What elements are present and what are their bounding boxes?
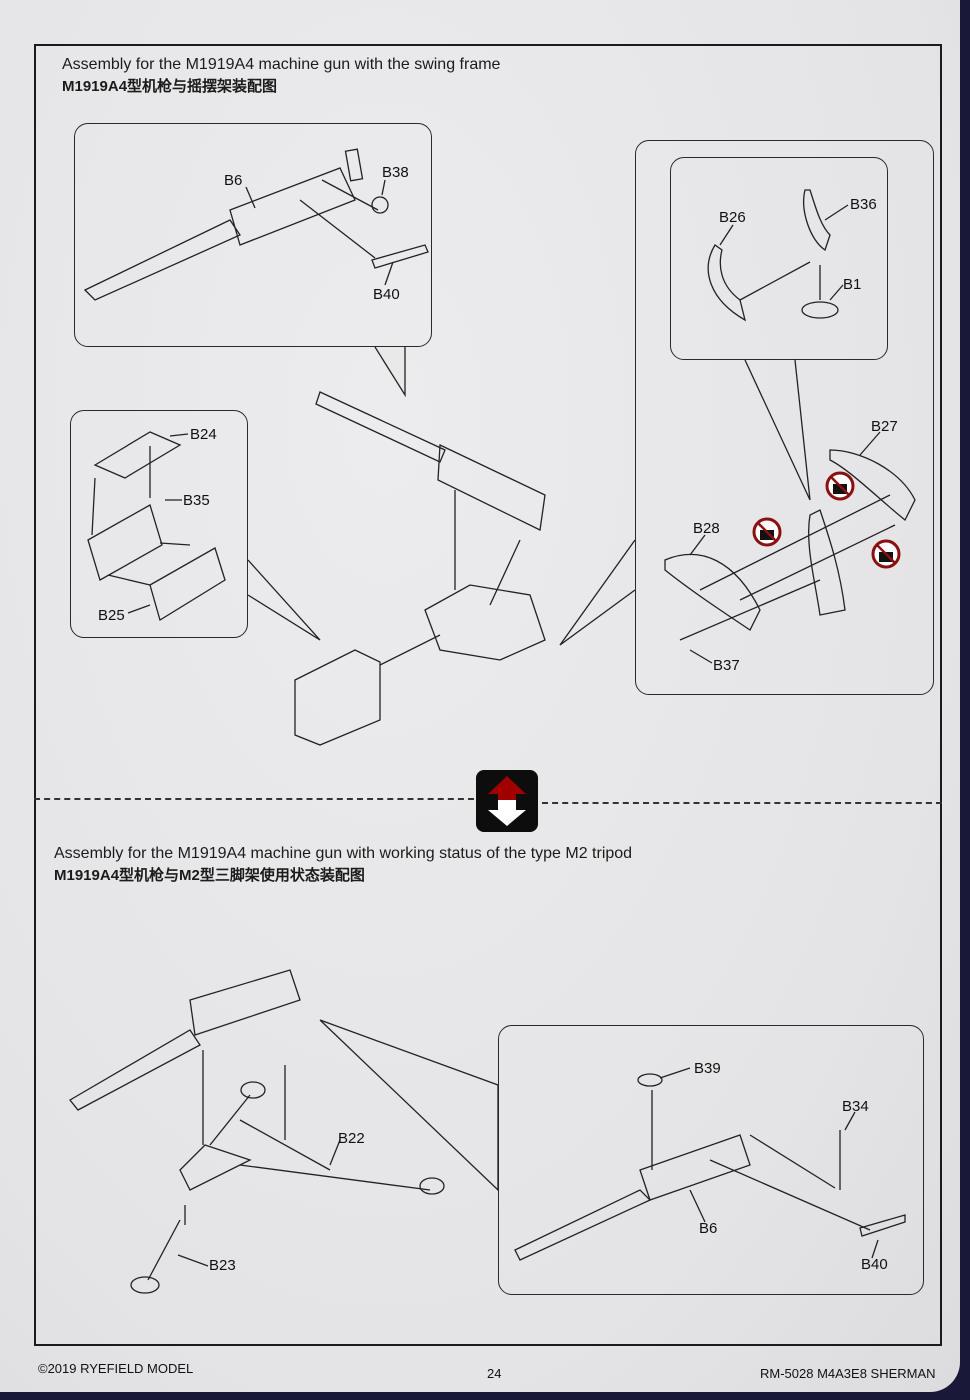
part-label: B25 (98, 607, 125, 624)
part-label: B27 (871, 418, 898, 435)
part-label: B6 (224, 172, 243, 189)
section-divider-right (542, 802, 942, 804)
swing-frame-inner-parts (707, 189, 839, 322)
swing-frame-outer-parts (664, 449, 916, 641)
no-glue-icon (752, 517, 782, 547)
callout-pointer (374, 346, 406, 398)
part-label: B39 (694, 1060, 721, 1077)
part-label: B36 (850, 196, 877, 213)
part-label: B24 (190, 426, 217, 443)
section-top-title-cn: M1919A4型机枪与摇摆架装配图 (62, 78, 278, 95)
section-bottom-title-cn: M1919A4型机枪与M2型三脚架使用状态装配图 (54, 867, 365, 884)
section-top-title: Assembly for the M1919A4 machine gun wit… (62, 54, 500, 98)
part-label: B26 (719, 209, 746, 226)
detail-box-gun (74, 123, 432, 347)
part-label: B6 (699, 1220, 718, 1237)
gun-drawing-top (83, 148, 429, 301)
detail-box-swing-inner (670, 157, 888, 360)
part-label: B35 (183, 492, 210, 509)
copyright: ©2019 RYEFIELD MODEL (38, 1361, 194, 1376)
no-glue-icon (825, 471, 855, 501)
part-label: B34 (842, 1098, 869, 1115)
section-top-title-en: Assembly for the M1919A4 machine gun wit… (62, 56, 501, 73)
callout-pointer (559, 539, 636, 646)
detail-box-swing-frame (635, 140, 934, 695)
part-label: B1 (843, 276, 862, 293)
part-label: B40 (373, 286, 400, 303)
no-glue-icon (871, 539, 901, 569)
part-label: B38 (382, 164, 409, 181)
part-label: B40 (861, 1256, 888, 1273)
callout-pointer (319, 1019, 499, 1192)
gun-drawing-bottom (514, 1073, 906, 1261)
gun-and-tripod-drawing (69, 969, 445, 1294)
section-bottom-title-en: Assembly for the M1919A4 machine gun wit… (54, 845, 633, 862)
part-label: B28 (693, 520, 720, 537)
callout-pointer (247, 559, 321, 641)
product-code: RM-5028 M4A3E8 SHERMAN (760, 1366, 936, 1381)
section-bottom-title: Assembly for the M1919A4 machine gun wit… (54, 843, 632, 887)
section-divider-left (34, 798, 474, 800)
gun-on-swing-frame (294, 391, 546, 746)
part-label: B37 (713, 657, 740, 674)
detail-box-ammo (70, 410, 248, 638)
part-label: B22 (338, 1130, 365, 1147)
part-label: B23 (209, 1257, 236, 1274)
page-frame (34, 44, 942, 1346)
alternative-assembly-icon (476, 770, 538, 832)
callout-pointer (744, 359, 811, 501)
page-number: 24 (487, 1366, 502, 1381)
ammo-can-drawing (87, 431, 226, 622)
